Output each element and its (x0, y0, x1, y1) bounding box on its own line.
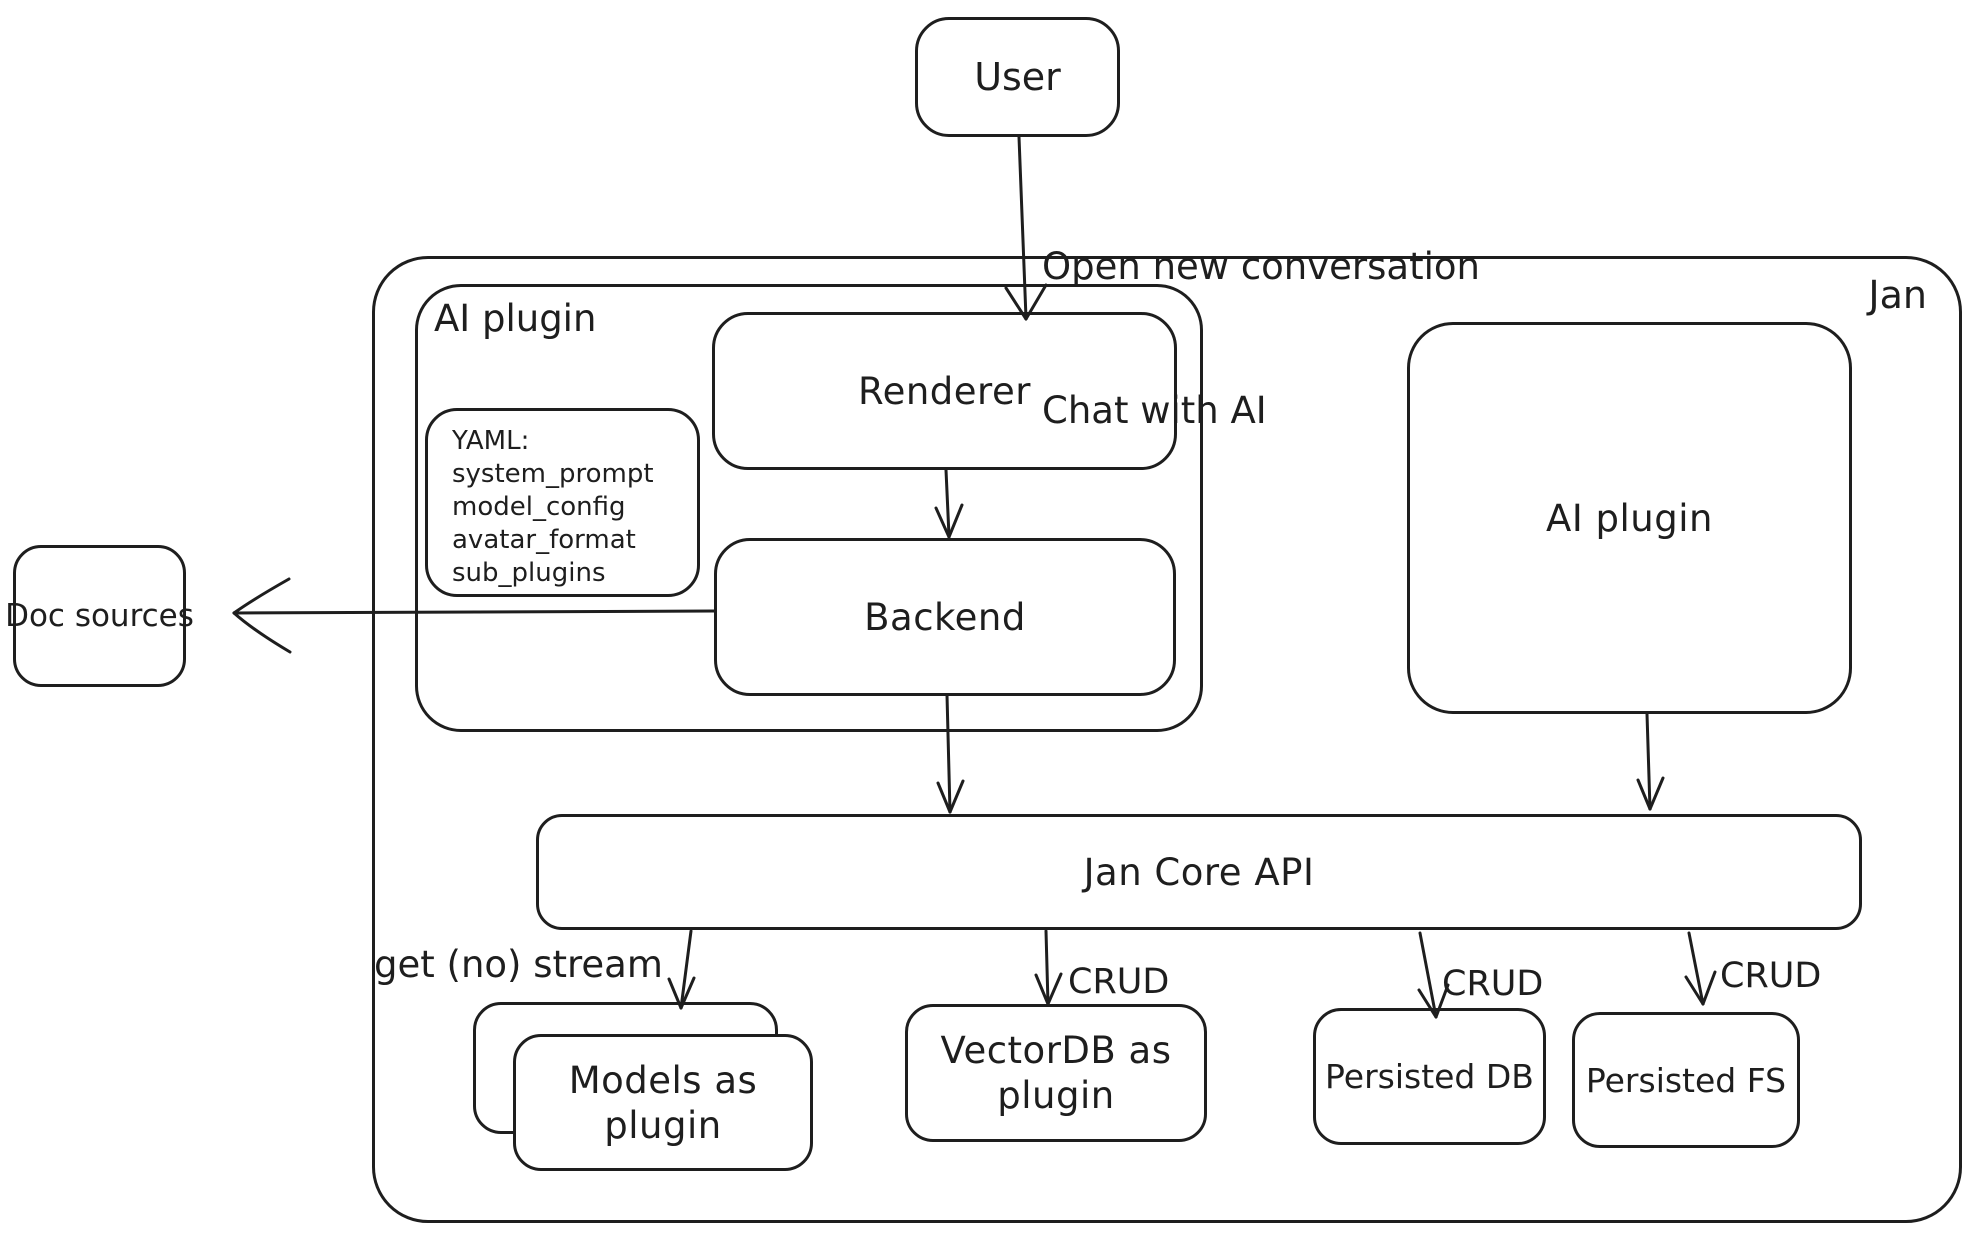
yaml-note-line: avatar_format (452, 525, 636, 555)
backend-node: Backend (714, 538, 1176, 696)
jan-core-api-label: Jan Core API (1083, 850, 1315, 894)
models-plugin-node: Models as plugin (513, 1034, 813, 1171)
ai-plugin-left-label: AI plugin (434, 297, 597, 340)
edge-label-get-no-stream: get (no) stream (374, 943, 663, 986)
persisted-db-node: Persisted DB (1313, 1008, 1546, 1145)
doc-sources-node-label: Doc sources (5, 598, 194, 634)
renderer-node-label: Renderer (858, 369, 1031, 413)
jan-core-api-node: Jan Core API (536, 814, 1862, 930)
user-node: User (915, 17, 1120, 137)
jan-container: Jan (372, 256, 1962, 1223)
persisted-db-label: Persisted DB (1325, 1057, 1534, 1096)
persisted-fs-label: Persisted FS (1585, 1060, 1787, 1100)
vectordb-plugin-label: VectorDB as plugin (940, 1029, 1172, 1117)
backend-node-label: Backend (864, 595, 1026, 639)
ai-plugin-right-node: AI plugin (1407, 322, 1852, 714)
ai-plugin-right-label: AI plugin (1546, 496, 1713, 540)
yaml-note: YAML: system_prompt model_config avatar_… (425, 408, 700, 597)
edge-label-line: Chat with AI (1042, 389, 1267, 432)
doc-sources-node: Doc sources (5, 545, 194, 687)
yaml-note-line: sub_plugins (452, 558, 606, 588)
edge-label-open-conversation: Open new conversation Chat with AI (1042, 147, 1480, 531)
models-plugin-label: Models as plugin (568, 1058, 758, 1147)
yaml-note-line: model_config (452, 492, 626, 522)
edge-label-crud-persisted-db: CRUD (1442, 964, 1544, 1004)
edge-label-line: Open new conversation (1042, 245, 1480, 288)
edge-label-crud-persisted-fs: CRUD (1720, 956, 1822, 996)
user-node-label: User (974, 55, 1061, 99)
yaml-note-heading: YAML: (452, 426, 530, 456)
edge-label-crud-vectordb: CRUD (1068, 962, 1170, 1002)
vectordb-plugin-node: VectorDB as plugin (905, 1004, 1207, 1142)
yaml-note-line: system_prompt (452, 459, 654, 489)
jan-container-label: Jan (1868, 273, 1927, 317)
persisted-fs-node: Persisted FS (1572, 1012, 1800, 1148)
ai-plugin-left-container: AI plugin (415, 284, 1203, 732)
